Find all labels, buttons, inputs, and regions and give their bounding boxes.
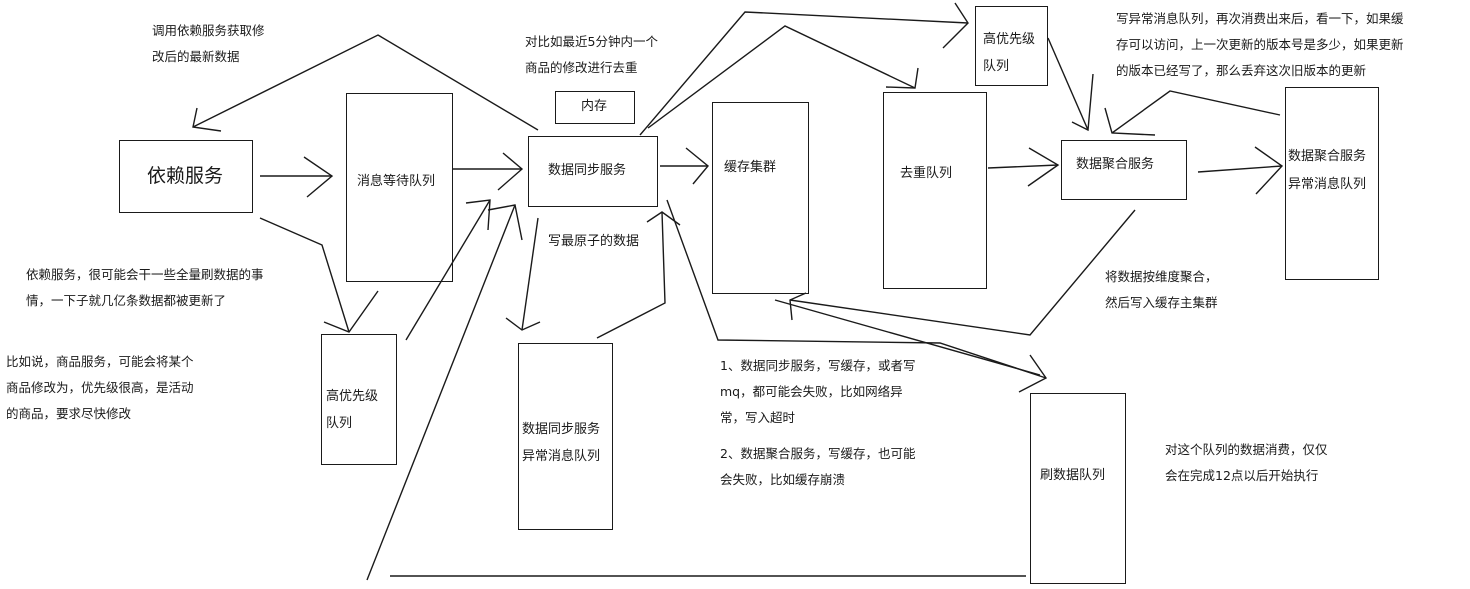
arrowhead <box>1104 107 1156 136</box>
arrowhead <box>942 2 969 49</box>
arrow-aggexc-to-agg <box>1111 90 1281 134</box>
arrowhead <box>465 199 491 231</box>
note-line: 调用依赖服务获取修 <box>152 23 265 38</box>
dependency-service-label: 依赖服务 <box>147 165 224 187</box>
note-line: 1、数据同步服务，写缓存，或者写 <box>720 358 916 373</box>
note-priority-example: 比如说，商品服务，可能会将某个 商品修改为，优先级很高，是活动 的商品，要求尽快… <box>6 349 194 427</box>
note-refresh-schedule: 对这个队列的数据消费，仅仅 会在完成12点以后开始执行 <box>1165 437 1328 489</box>
note-dedup-5min: 对比如最近5分钟内一个 商品的修改进行去重 <box>525 29 658 81</box>
note-line: 存可以访问，上一次更新的版本号是多少，如果更新 <box>1116 37 1404 52</box>
high-priority-queue-top-label-2: 队列 <box>983 59 1010 74</box>
note-line: 写异常消息队列，再次消费出来后，看一下，如果缓 <box>1116 11 1404 26</box>
aggregation-exception-queue-box <box>1285 87 1379 280</box>
note-write-atomic: 写最原子的数据 <box>548 234 640 249</box>
arrow-hptop-to-agg <box>1047 37 1089 131</box>
arrowhead <box>1254 146 1284 195</box>
data-aggregation-service-label: 数据聚合服务 <box>1076 157 1155 172</box>
data-sync-service-label: 数据同步服务 <box>548 163 627 178</box>
arrow-hp-to-sync <box>405 199 491 341</box>
message-wait-queue-box <box>346 93 453 282</box>
high-priority-queue-top-box <box>975 6 1048 86</box>
data-sync-service-box <box>528 136 658 207</box>
note-line: 对这个队列的数据消费，仅仅 <box>1165 442 1328 457</box>
memory-label: 内存 <box>581 99 608 114</box>
data-aggregation-service-box <box>1061 140 1187 200</box>
note-exception-retry: 写异常消息队列，再次消费出来后，看一下，如果缓 存可以访问，上一次更新的版本号是… <box>1116 6 1404 84</box>
arrow-agg-to-cache <box>789 209 1136 336</box>
arrowhead <box>303 156 334 198</box>
note-line: 对比如最近5分钟内一个 <box>525 34 658 49</box>
sync-exception-queue-label-1: 数据同步服务 <box>522 422 601 437</box>
aggregation-exception-queue-label-1: 数据聚合服务 <box>1288 149 1367 164</box>
arrowhead <box>487 204 523 241</box>
note-full-refresh: 依赖服务，很可能会干一些全量刷数据的事 情，一下子就几亿条数据都被更新了 <box>26 262 264 314</box>
note-call-dependency: 调用依赖服务获取修 改后的最新数据 <box>152 18 265 70</box>
note-line: 会失败，比如缓存崩溃 <box>720 472 846 487</box>
arrow-sync-to-hptop <box>639 11 969 136</box>
arrow-sync-to-dedup <box>647 25 916 129</box>
arrow-sync-to-dep <box>192 34 539 131</box>
sync-exception-queue-box <box>518 343 613 530</box>
arrow-sync-to-exc <box>521 217 539 331</box>
arrowhead <box>323 290 379 333</box>
note-line: 比如说，商品服务，可能会将某个 <box>6 354 194 369</box>
note-line <box>720 431 915 441</box>
cache-cluster-label: 缓存集群 <box>724 160 777 175</box>
note-line: 然后写入缓存主集群 <box>1105 295 1218 310</box>
note-line: 情，一下子就几亿条数据都被更新了 <box>26 293 227 308</box>
aggregation-exception-queue-label-2: 异常消息队列 <box>1288 177 1367 192</box>
note-failures: 1、数据同步服务，写缓存，或者写 mq，都可能会失败，比如网络异 常，写入超时 … <box>720 353 915 493</box>
note-line: 商品的修改进行去重 <box>525 60 638 75</box>
high-priority-queue-bottom-label-2: 队列 <box>326 416 353 431</box>
high-priority-queue-bottom-label-1: 高优先级 <box>326 389 379 404</box>
note-line: 依赖服务，很可能会干一些全量刷数据的事 <box>26 267 264 282</box>
message-wait-queue-label: 消息等待队列 <box>357 174 436 189</box>
dedup-queue-label: 去重队列 <box>900 166 953 181</box>
arrowhead <box>192 107 222 132</box>
high-priority-queue-bottom-box <box>321 334 397 465</box>
note-line: 常，写入超时 <box>720 410 796 425</box>
arrowhead <box>685 147 709 185</box>
high-priority-queue-top-label-1: 高优先级 <box>983 32 1036 47</box>
arrowhead <box>1027 147 1060 187</box>
note-line: 商品修改为，优先级很高，是活动 <box>6 380 194 395</box>
memory-box <box>555 91 635 124</box>
cache-cluster-box <box>712 102 809 294</box>
note-line: 的商品，要求尽快修改 <box>6 406 132 421</box>
arrow-dedup-to-agg <box>987 164 1059 169</box>
note-line: 将数据按维度聚合， <box>1105 269 1218 284</box>
arrowhead <box>1071 73 1094 132</box>
arrowhead <box>497 152 524 191</box>
note-line: 2、数据聚合服务，写缓存，也可能 <box>720 446 916 461</box>
arrow-sync-to-refresh <box>666 199 1047 379</box>
refresh-data-queue-label: 刷数据队列 <box>1040 468 1106 483</box>
arrowhead <box>885 67 919 89</box>
dedup-queue-box <box>883 92 987 289</box>
note-aggregate-by-dimension: 将数据按维度聚合， 然后写入缓存主集群 <box>1105 264 1218 316</box>
arrow-exc-to-sync <box>596 211 666 339</box>
arrowhead <box>789 292 807 321</box>
note-line: mq，都可能会失败，比如网络异 <box>720 384 903 399</box>
note-line: 改后的最新数据 <box>152 49 240 64</box>
sync-exception-queue-label-2: 异常消息队列 <box>522 449 601 464</box>
arrow-dep-to-hp <box>259 217 350 333</box>
note-line: 的版本已经写了，那么丢弃这次旧版本的更新 <box>1116 63 1367 78</box>
refresh-data-queue-box <box>1030 393 1126 584</box>
arrow-agg-to-aggexc <box>1197 165 1283 173</box>
dependency-service-box <box>119 140 253 213</box>
note-line: 会在完成12点以后开始执行 <box>1165 468 1319 483</box>
arrowhead <box>505 317 541 331</box>
arrowhead <box>1018 354 1048 393</box>
